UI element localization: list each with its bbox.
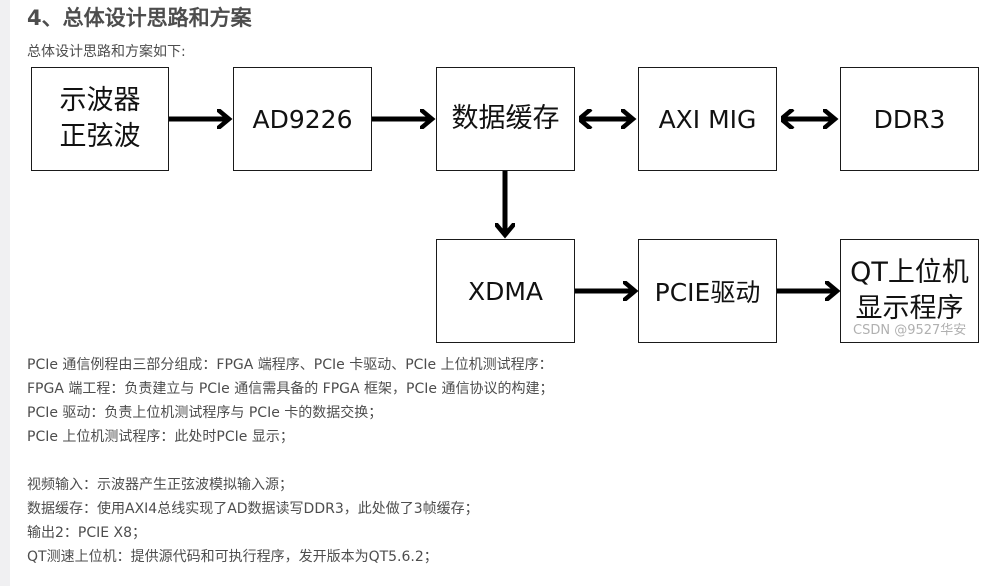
block-data-cache-label: 数据缓存 [451,103,560,134]
block-ad9226: AD9226 [233,67,372,171]
text-line: PCIe 通信例程由三部分组成：FPGA 端程序、PCIe 卡驱动、PCIe 上… [27,357,553,373]
text-line: 数据缓存：使用AXI4总线实现了AD数据读写DDR3，此处做了3帧缓存； [27,501,479,517]
block-data-cache: 数据缓存 [436,67,575,171]
text-line: 输出2：PCIE X8； [27,525,147,541]
block-pcie-driver: PCIE驱动 [638,239,777,343]
system-description: 视频输入：示波器产生正弦波模拟输入源； 数据缓存：使用AXI4总线实现了AD数据… [27,473,479,569]
block-ddr3-label: DDR3 [873,104,946,134]
pcie-description: PCIe 通信例程由三部分组成：FPGA 端程序、PCIe 卡驱动、PCIe 上… [27,353,553,449]
section-heading: 4、总体设计思路和方案 [27,6,252,30]
text-line: PCIe 驱动：负责上位机测试程序与 PCIe 卡的数据交换； [27,405,383,421]
block-xdma: XDMA [436,239,575,343]
text-line: FPGA 端工程：负责建立与 PCIe 通信需具备的 FPGA 框架，PCIe … [27,381,554,397]
block-qt-host-label: QT上位机 显示程序 [850,257,969,324]
block-xdma-label: XDMA [467,276,544,306]
text-line: QT测速上位机：提供源代码和可执行程序，发开版本为QT5.6.2； [27,549,438,565]
block-oscilloscope: 示波器 正弦波 [31,67,169,171]
block-axi-mig-label: AXI MIG [658,104,757,134]
block-ddr3: DDR3 [840,67,979,171]
text-line: 视频输入：示波器产生正弦波模拟输入源； [27,477,293,493]
block-ad9226-label: AD9226 [252,104,353,134]
block-pcie-driver-label: PCIE驱动 [654,278,761,307]
intro-text: 总体设计思路和方案如下: [27,44,186,60]
text-line: PCIe 上位机测试程序：此处时PCIe 显示； [27,429,294,445]
block-axi-mig: AXI MIG [638,67,777,171]
csdn-watermark: CSDN @9527华安 [853,323,967,338]
block-oscilloscope-label: 示波器 正弦波 [59,85,141,152]
block-qt-host: QT上位机 显示程序 [840,239,979,343]
page-left-gutter [0,0,10,586]
